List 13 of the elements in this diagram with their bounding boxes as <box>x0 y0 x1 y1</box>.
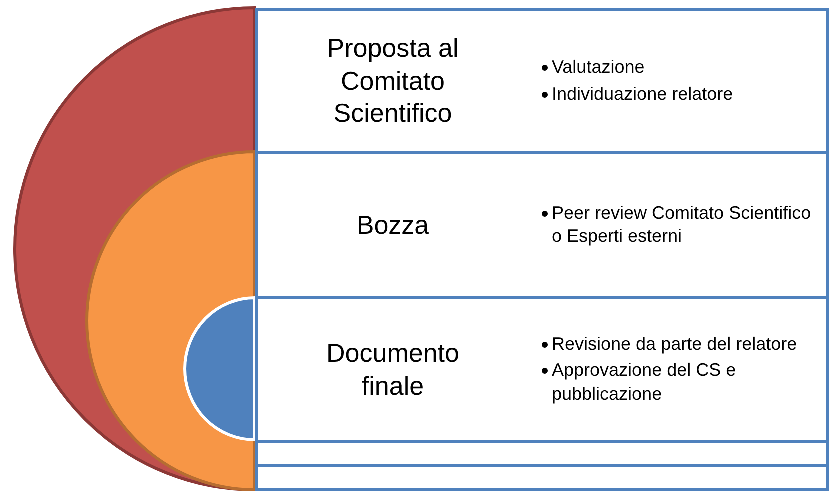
bullet-text: Individuazione relatore <box>552 82 734 106</box>
bullet-text: Approvazione del CS e pubblicazione <box>552 359 738 406</box>
stage-row <box>255 8 829 154</box>
bullet-text: Valutazione <box>552 56 645 80</box>
empty-bar <box>255 464 829 491</box>
bullet-text: Peer review Comitato Scientifico o Esperti esterni <box>552 202 812 248</box>
bullet-text: Revisione da parte del relatore <box>552 332 798 356</box>
stage-title: Proposta al Comitato Scientifico <box>326 32 460 130</box>
stage-row <box>255 296 829 443</box>
empty-bar <box>255 440 829 467</box>
stage-title: Bozza <box>356 208 430 242</box>
stage-title: Documento finale <box>326 337 460 402</box>
stage-row <box>255 151 829 299</box>
